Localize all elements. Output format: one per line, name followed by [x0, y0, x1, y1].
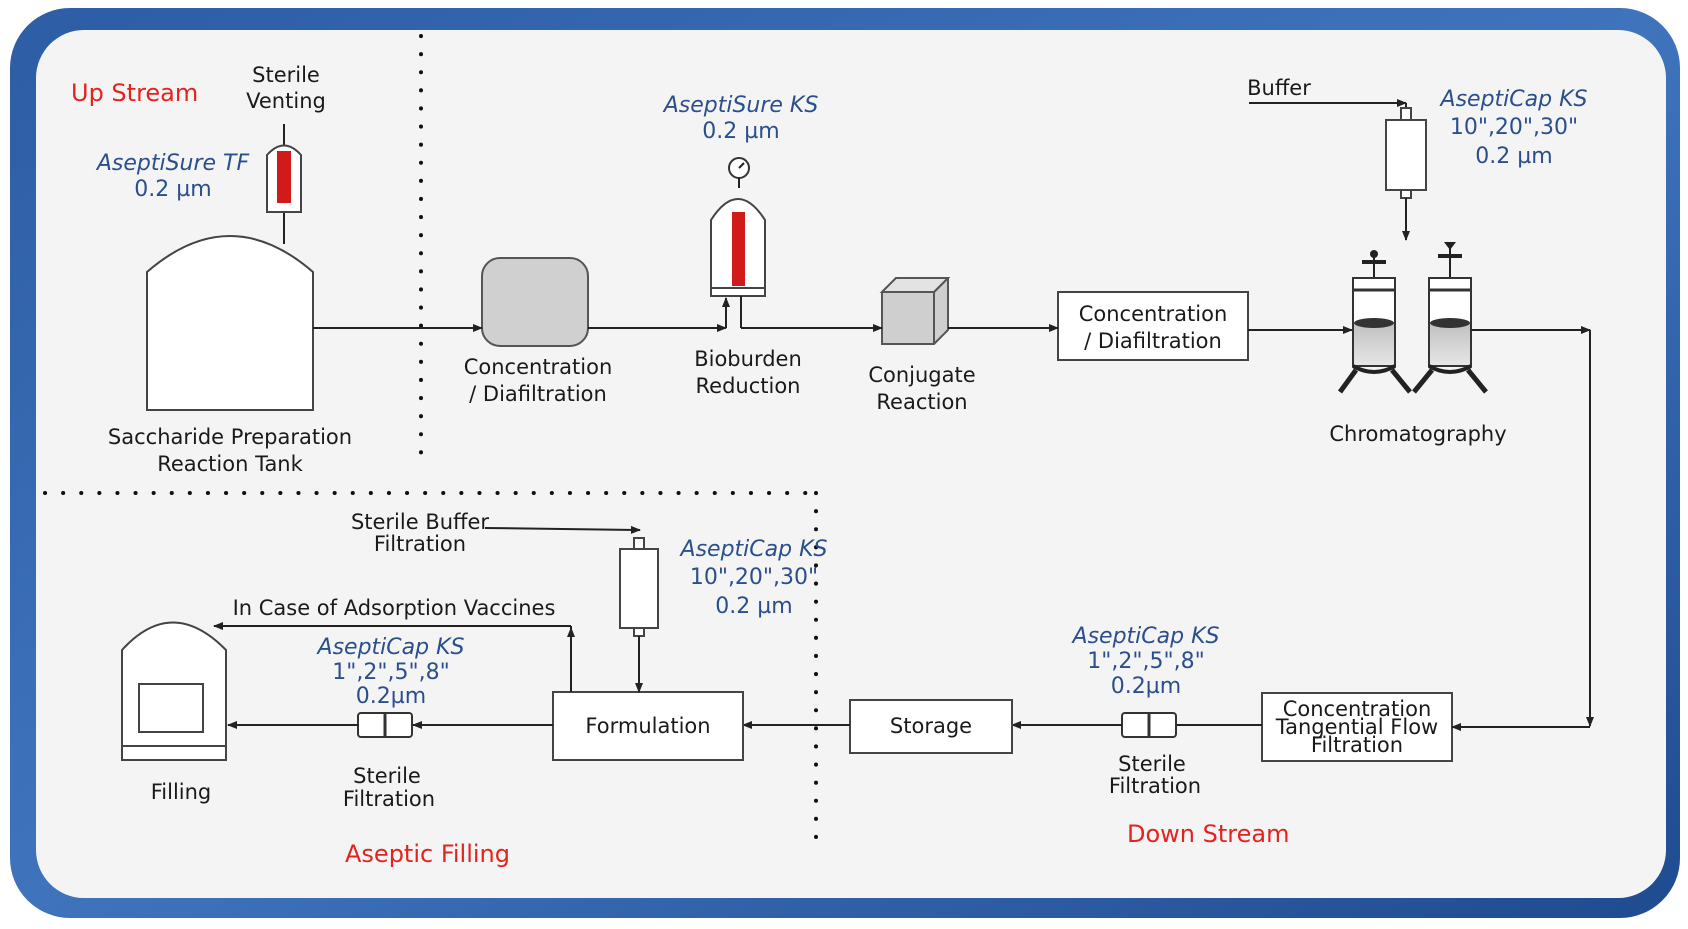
chromatography-column-1-icon — [1337, 250, 1412, 394]
formulation-product-sizes: 10",20",30" — [690, 565, 818, 590]
adsorption-label: In Case of Adsorption Vaccines — [233, 596, 556, 620]
sterile-buffer-line — [484, 525, 641, 534]
buffer-product-sizes: 10",20",30" — [1450, 115, 1578, 140]
formulation-product-spec: 0.2 µm — [715, 594, 792, 619]
fill-product-sizes: 1",2",5",8" — [332, 660, 449, 685]
buffer-label: Buffer — [1247, 76, 1311, 100]
buffer-product-spec: 0.2 µm — [1475, 144, 1552, 169]
concentration-2-label-2: / Diafiltration — [1084, 329, 1222, 353]
tff-label-3: Filtration — [1311, 733, 1403, 757]
reaction-tank-label-1: Saccharide Preparation — [108, 425, 352, 449]
zone-title-upstream: Up Stream — [71, 79, 198, 107]
vent-product-name: AseptiSure TF — [95, 151, 250, 176]
bioburden-label-2: Reduction — [696, 374, 801, 398]
bioburden-product-spec: 0.2 µm — [702, 119, 779, 144]
sterile-buffer-label-1: Sterile Buffer — [351, 510, 489, 534]
storage-label: Storage — [890, 714, 972, 738]
formulation-filter-cap — [633, 537, 645, 550]
concentration-vessel-1-icon — [481, 257, 589, 347]
fill-sterile-label-2: Filtration — [343, 787, 435, 811]
concentration-2-label-1: Concentration — [1079, 302, 1228, 326]
reaction-tank-icon — [146, 235, 314, 411]
sterile-venting-label-1: Sterile — [252, 63, 320, 87]
tff-box — [1261, 692, 1453, 762]
downstream-product-spec: 0.2µm — [1111, 674, 1181, 699]
zone-title-aseptic: Aseptic Filling — [345, 840, 510, 868]
formulation-label: Formulation — [585, 714, 710, 738]
tff-label-1: Concentration — [1283, 697, 1432, 721]
chromatography-column-2-icon — [1412, 242, 1488, 394]
buffer-filter-cap — [1400, 107, 1412, 121]
buffer-product-name: AseptiCap KS — [1439, 87, 1588, 112]
zone-title-downstream: Down Stream — [1127, 820, 1289, 848]
conjugate-label-1: Conjugate — [868, 363, 975, 387]
storage-box — [849, 699, 1013, 754]
vent-product-spec: 0.2 µm — [134, 177, 211, 202]
fill-product-spec: 0.2µm — [356, 684, 426, 709]
fill-sterile-label-1: Sterile — [353, 764, 421, 788]
formulation-filter-outlet — [633, 627, 645, 637]
bioburden-product-name: AseptiSure KS — [662, 93, 819, 118]
formulation-filter-capsule-icon — [619, 548, 659, 629]
concentration-1-label-1: Concentration — [464, 355, 613, 379]
downstream-sterile-label-1: Sterile — [1118, 752, 1186, 776]
fill-product-name: AseptiCap KS — [316, 635, 465, 660]
formulation-box — [552, 691, 744, 761]
sterile-venting-label-2: Venting — [246, 89, 326, 113]
downstream-product-sizes: 1",2",5",8" — [1087, 649, 1204, 674]
frame-panel — [36, 30, 1666, 898]
formulation-product-name: AseptiCap KS — [679, 537, 828, 562]
concentration-2-box — [1057, 291, 1249, 361]
conjugate-label-2: Reaction — [876, 390, 967, 414]
buffer-filter-outlet — [1400, 189, 1412, 199]
chromatography-label: Chromatography — [1329, 422, 1506, 446]
tff-label-2: Tangential Flow — [1275, 715, 1438, 739]
bioburden-label-1: Bioburden — [694, 347, 802, 371]
sterile-buffer-label-2: Filtration — [374, 532, 466, 556]
filling-machine-icon — [121, 621, 227, 761]
downstream-inline-filter-icon — [1121, 712, 1177, 738]
downstream-sterile-label-2: Filtration — [1109, 774, 1201, 798]
vent-filter-element-icon — [277, 151, 291, 203]
concentration-1-label-2: / Diafiltration — [469, 382, 607, 406]
reaction-tank-label-2: Reaction Tank — [157, 452, 303, 476]
buffer-filter-capsule-icon — [1385, 119, 1427, 191]
filling-label: Filling — [151, 780, 212, 804]
pressure-gauge-needle — [738, 162, 745, 169]
conjugate-reactor-icon — [879, 277, 951, 345]
bioburden-filter-base — [710, 287, 766, 297]
fill-inline-filter-icon — [357, 712, 413, 738]
downstream-product-name: AseptiCap KS — [1071, 624, 1220, 649]
bioburden-filter-element-icon — [732, 212, 745, 286]
